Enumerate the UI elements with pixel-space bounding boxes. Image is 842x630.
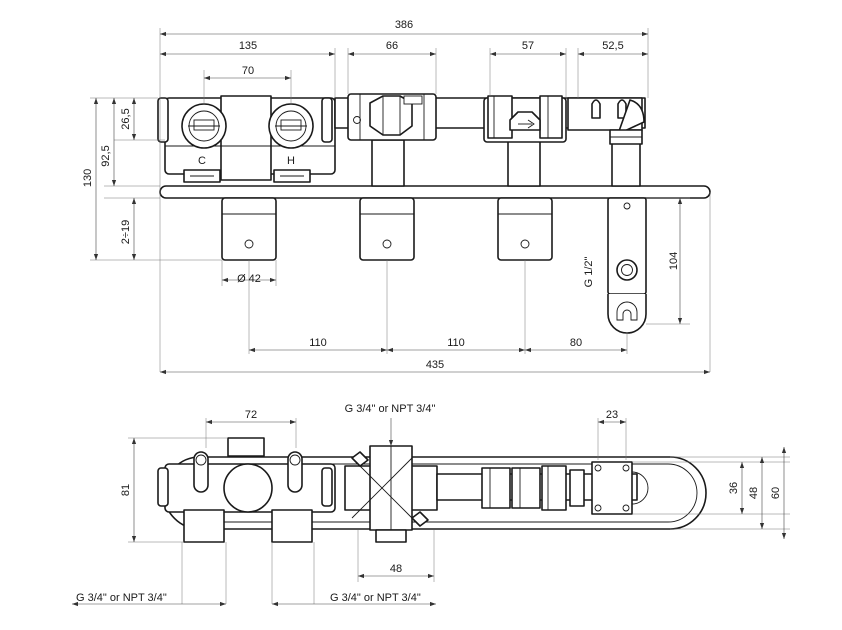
wall-plate: [159, 185, 711, 199]
dim-wall-range: 2÷19: [120, 220, 132, 244]
stop-valve: [483, 95, 567, 143]
dim-top-height-d: 60: [770, 487, 782, 499]
stems: [371, 139, 641, 187]
dim-top-height-c: 48: [748, 487, 760, 499]
dim-top-height-a: 81: [120, 484, 132, 496]
top-diverter: [344, 445, 438, 543]
top-body: [157, 437, 336, 543]
dim-axis-3: 80: [570, 337, 582, 349]
dim-spacing-b: 66: [386, 40, 398, 52]
inlet-hot: [268, 103, 314, 149]
dim-height-b: 92,5: [100, 145, 112, 166]
dim-top-thread-left: G 3/4" or NPT 3/4": [76, 592, 167, 604]
dim-axis-2: 110: [447, 337, 465, 349]
dim-top-thread: G 3/4" or NPT 3/4": [345, 403, 436, 415]
front-view: C H: [82, 19, 711, 375]
top-dimension-lines: [72, 418, 787, 607]
dim-overall-bottom: 435: [426, 359, 444, 371]
diverter-valve: [347, 93, 437, 141]
front-extension-lines: [90, 28, 711, 372]
dim-thread-outlet: G 1/2": [583, 257, 595, 288]
shower-holder: [607, 197, 647, 334]
handles: [221, 197, 553, 261]
dim-height-c: 130: [82, 169, 94, 187]
dim-knob-diameter: Ø 42: [237, 273, 261, 285]
dim-height-d: 104: [668, 252, 680, 270]
top-view: 72 G 3/4" or NPT 3/4" 23 81 36 48 60 48 …: [72, 403, 790, 607]
dim-spacing-a: 135: [239, 40, 257, 52]
dim-top-thread-right: G 3/4" or NPT 3/4": [330, 592, 421, 604]
dim-spacing-d: 52,5: [602, 40, 623, 52]
dim-top-bracket-width: 23: [606, 409, 618, 421]
dim-inlet-spacing: 70: [242, 65, 254, 77]
label-cold: C: [198, 155, 206, 167]
label-hot: H: [287, 155, 295, 167]
front-dimension-lines: [93, 31, 710, 375]
dim-height-a: 26,5: [120, 108, 132, 129]
dim-axis-1: 110: [309, 337, 327, 349]
dim-top-outlet-width: 48: [390, 563, 402, 575]
dim-overall-top: 386: [395, 19, 413, 31]
dim-top-inlet-spacing: 72: [245, 409, 257, 421]
top-pipe-assembly: [436, 461, 649, 515]
dim-spacing-c: 57: [522, 40, 534, 52]
front-dimension-labels: 386 135 66 57 52,5 70 26,5 92,5 130 2÷19…: [82, 19, 680, 371]
dim-top-height-b: 36: [728, 482, 740, 494]
inlet-cold: [181, 103, 227, 149]
top-dimension-labels: 72 G 3/4" or NPT 3/4" 23 81 36 48 60 48 …: [76, 403, 782, 604]
outlet-elbow: [567, 97, 645, 145]
